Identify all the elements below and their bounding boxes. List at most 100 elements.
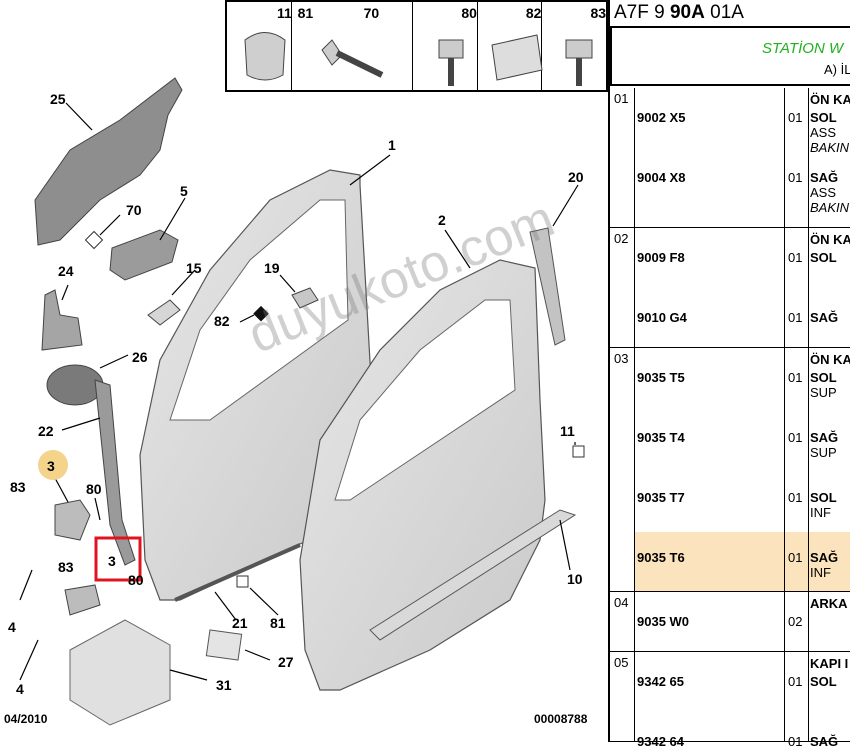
part-27-pad[interactable] (205, 629, 243, 661)
group-number: 01 (614, 91, 629, 106)
quantity: 01 (788, 550, 803, 565)
part-31-kit[interactable] (69, 619, 171, 726)
part-20-pillar-trim[interactable] (529, 227, 566, 346)
callout-label-10[interactable]: 10 (567, 571, 583, 587)
part-number[interactable]: 9035 W0 (637, 614, 690, 629)
part-number[interactable]: 9002 X5 (637, 110, 686, 125)
part-number[interactable]: 9010 G4 (637, 310, 687, 325)
callout-label-83[interactable]: 83 (10, 479, 26, 495)
parts-table: A7F 9 90A 01A STATİON W A) İL 01 ÖN KA 900… (608, 0, 850, 749)
hardware-strip: 11 81 70 80 82 83 (225, 0, 608, 92)
callout-label-4[interactable]: 4 (8, 619, 16, 635)
callout-label-2[interactable]: 2 (438, 212, 446, 228)
part-3-hinge-lower[interactable] (64, 584, 101, 616)
part-number[interactable]: 9004 X8 (637, 170, 686, 185)
callout-label-20[interactable]: 20 (568, 169, 584, 185)
callout-label-5[interactable]: 5 (180, 183, 188, 199)
hw-cell-83[interactable]: 83 (542, 2, 606, 90)
hw-cell-80[interactable]: 80 (413, 2, 478, 90)
quantity: 01 (788, 490, 803, 505)
part-22-strip[interactable] (94, 379, 136, 566)
hw-num: 82 (525, 5, 542, 21)
callout-label-25[interactable]: 25 (50, 91, 66, 107)
hw-num: 80 (461, 5, 477, 21)
highlighted-row (634, 532, 850, 592)
part-5-bracket[interactable] (109, 229, 179, 281)
part-25-inner-panel[interactable] (34, 77, 183, 246)
group-number: 05 (614, 655, 629, 670)
hw-num: 83 (590, 5, 607, 21)
callout-label-81[interactable]: 81 (270, 615, 286, 631)
hw-num: 11 (277, 5, 292, 21)
callout-label-82[interactable]: 82 (214, 313, 230, 329)
part-19-clip[interactable] (291, 287, 319, 309)
grommet-icon (491, 34, 543, 81)
callout-label-19[interactable]: 19 (264, 260, 280, 276)
callout-label-4[interactable]: 4 (16, 681, 24, 697)
part-81-marker[interactable] (236, 575, 249, 588)
part-11-marker[interactable] (572, 445, 585, 458)
clip-icon (244, 32, 286, 81)
part-21-seal[interactable] (174, 543, 301, 602)
quantity: 01 (788, 250, 803, 265)
part-number[interactable]: 9035 T4 (637, 430, 685, 445)
quantity: 01 (788, 674, 803, 689)
part-10-moulding[interactable] (369, 509, 577, 641)
part-24-handle[interactable] (41, 289, 83, 351)
part-number[interactable]: 9035 T5 (637, 370, 685, 385)
exploded-parts-diagram: 25 70 5 24 15 26 22 3 83 80 3 80 83 4 4 31 27 21 81 10 11 2 20… (8, 77, 585, 726)
description: ÖN KA (810, 232, 850, 247)
rivet-icon (320, 39, 383, 78)
description: ARKA (810, 596, 848, 611)
part-26-cover[interactable] (46, 364, 104, 406)
description: ÖN KA (810, 92, 850, 107)
callout-label-24[interactable]: 24 (58, 263, 74, 279)
part-3-hinge-upper[interactable] (54, 499, 91, 541)
callout-label-26[interactable]: 26 (132, 349, 148, 365)
hw-cell-82[interactable]: 82 (478, 2, 543, 90)
description: SOL (810, 674, 837, 689)
callout-label-22[interactable]: 22 (38, 423, 54, 439)
callout-label-80[interactable]: 80 (128, 572, 144, 588)
callout-label-21[interactable]: 21 (232, 615, 248, 631)
part-70-marker[interactable] (84, 230, 104, 250)
selection-highlight-box[interactable] (94, 536, 142, 582)
part-number[interactable]: 9035 T6 (637, 550, 685, 565)
quantity: 01 (788, 430, 803, 445)
reference-title: A7F 9 90A 01A (614, 2, 744, 23)
quantity: 01 (788, 310, 803, 325)
group-number: 03 (614, 351, 629, 366)
hw-cell-11[interactable]: 11 (227, 2, 292, 90)
quantity: 01 (788, 370, 803, 385)
callout-label-3[interactable]: 3 (47, 458, 55, 474)
part-number[interactable]: 9035 T7 (637, 490, 685, 505)
bolt-icon (438, 39, 464, 86)
hw-cell-81-70[interactable]: 81 70 (292, 2, 414, 90)
table-header: STATİON W A) İL (610, 26, 850, 86)
part-82-grommet[interactable] (253, 305, 269, 322)
description: KAPI I (810, 656, 849, 671)
callout-label-31[interactable]: 31 (216, 677, 232, 693)
footer-code: 00008788 (534, 712, 588, 726)
description: SAĞ (810, 310, 839, 325)
callout-label-80[interactable]: 80 (86, 481, 102, 497)
callout-label-11[interactable]: 11 (560, 423, 575, 439)
part-15-clip[interactable] (147, 299, 181, 326)
part-number[interactable]: 9009 F8 (637, 250, 685, 265)
part-number[interactable]: 9342 65 (637, 674, 684, 689)
callout-label-70[interactable]: 70 (126, 202, 142, 218)
callout-label-3[interactable]: 3 (108, 553, 116, 569)
callout-label-83[interactable]: 83 (58, 559, 74, 575)
callout-label-15[interactable]: 15 (186, 260, 202, 276)
callout-label-27[interactable]: 27 (278, 654, 294, 670)
callout-label-1[interactable]: 1 (388, 137, 396, 153)
